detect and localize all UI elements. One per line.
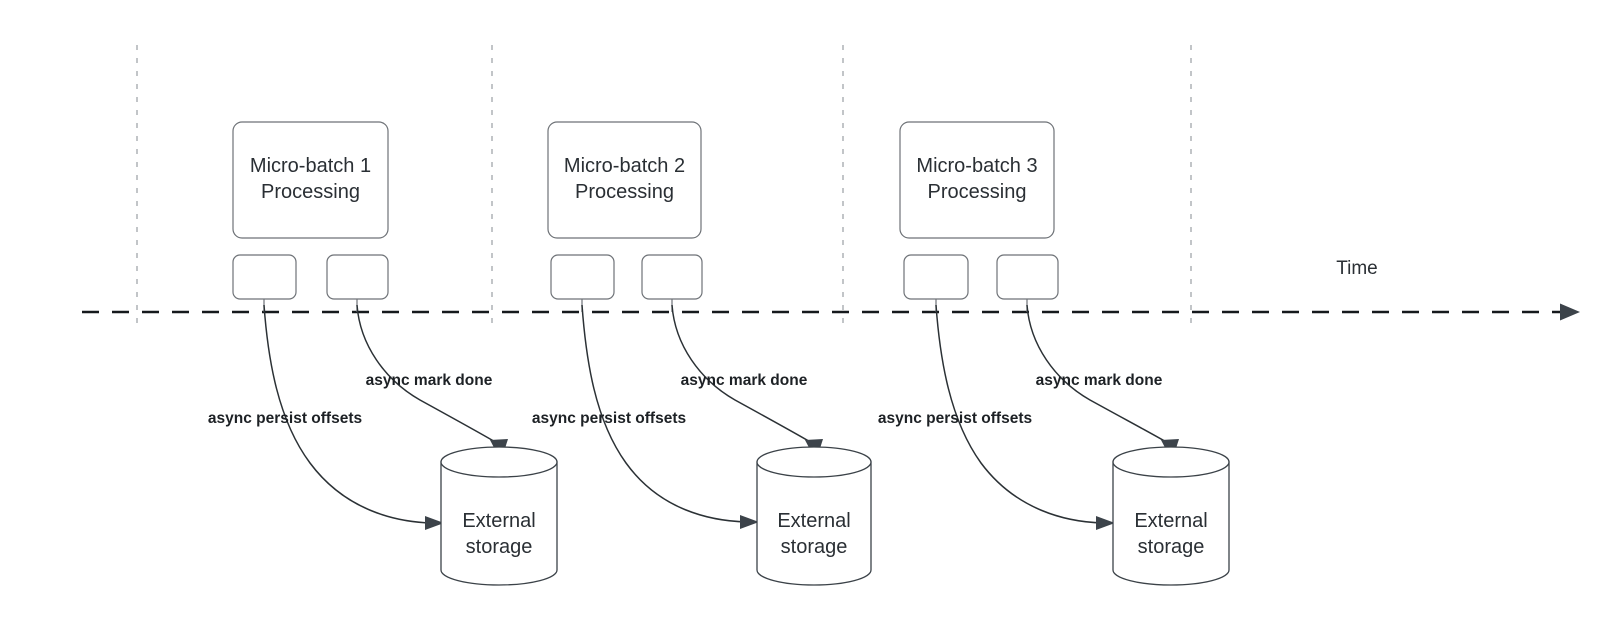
micro-batch-1-label-line2: Processing [261, 181, 360, 203]
timeline-arrowhead-icon [1560, 303, 1580, 321]
external-storage-3-label-line2: storage [1138, 536, 1205, 558]
time-axis-label: Time [1336, 258, 1378, 279]
micro-batch-group-1: Micro-batch 1 Processing async persist o… [208, 121, 558, 586]
micro-batch-1-label-line1: Micro-batch 1 [250, 155, 371, 177]
mark-done-task-box-3[interactable] [996, 254, 1059, 300]
offset-task-box-1[interactable] [232, 254, 297, 300]
async-mark-done-label-3: async mark done [1036, 372, 1163, 389]
external-storage-1-label-line2: storage [466, 536, 533, 558]
async-persist-offsets-arrowhead-3 [1096, 516, 1115, 530]
micro-batch-2-rect[interactable] [547, 121, 702, 239]
async-persist-offsets-curve-1 [263, 304, 433, 524]
async-mark-done-curve-1 [356, 304, 498, 444]
async-persist-offsets-label-1: async persist offsets [208, 410, 362, 427]
external-storage-1-label-line1: External [462, 510, 535, 532]
async-persist-offsets-arrowhead-1 [425, 516, 444, 530]
async-persist-offsets-label-3: async persist offsets [878, 410, 1032, 427]
offset-task-box-2[interactable] [550, 254, 615, 300]
micro-batch-group-3: Micro-batch 3 Processing async persist o… [878, 121, 1230, 586]
external-storage-3-body[interactable] [1112, 461, 1230, 586]
external-storage-1-top [440, 446, 558, 478]
external-storage-2-label-line2: storage [781, 536, 848, 558]
micro-batch-3-box[interactable]: Micro-batch 3 Processing [899, 121, 1055, 239]
async-mark-done-label-1: async mark done [366, 372, 493, 389]
external-storage-2-body[interactable] [756, 461, 872, 586]
external-storage-2[interactable]: External storage [756, 446, 872, 586]
async-persist-offsets-curve-3 [935, 304, 1104, 524]
micro-batch-1-rect[interactable] [232, 121, 389, 239]
micro-batch-group-2: Micro-batch 2 Processing async persist o… [532, 121, 872, 586]
micro-batch-2-box[interactable]: Micro-batch 2 Processing [547, 121, 702, 239]
async-persist-offsets-arrowhead-2 [740, 515, 759, 529]
external-storage-2-label-line1: External [777, 510, 850, 532]
timeline-axis: Time [82, 258, 1580, 321]
micro-batch-2-label-line2: Processing [575, 181, 674, 203]
divider-group [136, 45, 1192, 330]
offset-task-box-3[interactable] [903, 254, 969, 300]
async-persist-offsets-label-2: async persist offsets [532, 410, 686, 427]
external-storage-1-body[interactable] [440, 461, 558, 586]
async-mark-done-curve-2 [671, 304, 813, 444]
external-storage-3[interactable]: External storage [1112, 446, 1230, 586]
micro-batch-2-label-line1: Micro-batch 2 [564, 155, 685, 177]
micro-batch-1-box[interactable]: Micro-batch 1 Processing [232, 121, 389, 239]
mark-done-task-box-1[interactable] [326, 254, 389, 300]
mark-done-task-box-2[interactable] [641, 254, 703, 300]
micro-batch-3-label-line1: Micro-batch 3 [916, 155, 1037, 177]
async-persist-offsets-curve-2 [581, 304, 748, 523]
external-storage-3-label-line1: External [1134, 510, 1207, 532]
external-storage-2-top [756, 446, 872, 478]
async-mark-done-label-2: async mark done [681, 372, 808, 389]
external-storage-1[interactable]: External storage [440, 446, 558, 586]
micro-batch-3-rect[interactable] [899, 121, 1055, 239]
async-mark-done-curve-3 [1026, 304, 1169, 444]
micro-batch-3-label-line2: Processing [928, 181, 1027, 203]
external-storage-3-top [1112, 446, 1230, 478]
